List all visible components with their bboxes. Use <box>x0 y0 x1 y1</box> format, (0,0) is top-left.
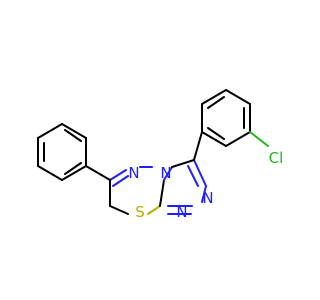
bond <box>61 123 87 139</box>
bond <box>171 159 195 168</box>
nitrogen-atom-label: N <box>160 164 171 182</box>
bond <box>187 165 199 187</box>
thiadiazine-ring <box>109 166 165 215</box>
bond <box>193 159 207 187</box>
bond <box>201 89 227 105</box>
bond-inner <box>64 129 82 142</box>
bond-inner <box>207 96 225 109</box>
bond <box>109 169 127 181</box>
bond <box>163 166 173 181</box>
triazole-ring <box>163 159 207 215</box>
chlorophenyl-ring <box>201 89 251 147</box>
bond <box>61 165 87 181</box>
bond <box>109 205 129 215</box>
sulfur-atom-label: S <box>135 203 145 221</box>
bond <box>193 131 203 161</box>
bond <box>112 175 129 187</box>
atom-labels: N N N N S Cl <box>128 149 283 221</box>
bond <box>37 165 63 181</box>
bond <box>201 131 227 147</box>
bond <box>249 131 269 147</box>
nitrogen-atom-label: N <box>176 203 187 221</box>
bond <box>85 165 111 181</box>
bond <box>225 131 251 147</box>
bond <box>201 185 207 203</box>
bond <box>225 89 251 105</box>
nitrogen-atom-label: N <box>128 164 139 182</box>
bond-inner <box>64 162 82 175</box>
bond <box>37 123 63 139</box>
nitrogen-atom-label: N <box>202 189 213 207</box>
phenyl-ring-left <box>37 123 87 181</box>
molecule-structure-diagram: N N N N S Cl <box>37 89 283 221</box>
bond-inner <box>207 127 225 140</box>
chlorine-atom-label: Cl <box>269 149 284 167</box>
bond <box>159 179 165 207</box>
bond <box>147 205 161 215</box>
